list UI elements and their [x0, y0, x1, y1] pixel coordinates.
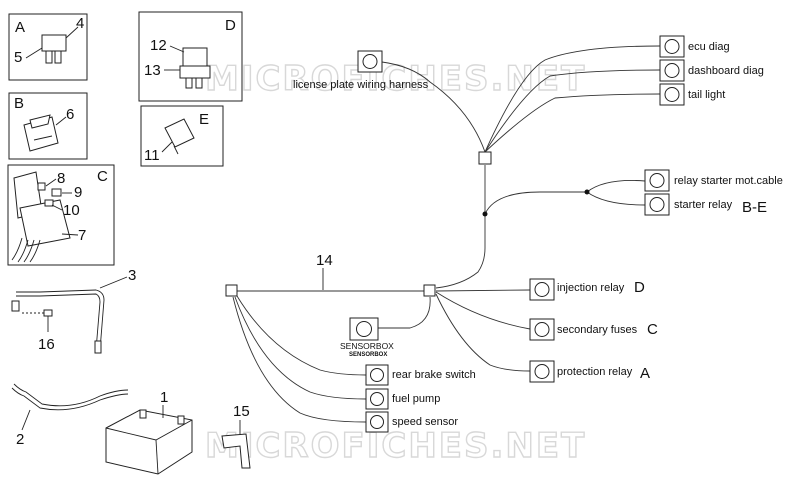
group-e: E 11: [140, 105, 224, 167]
fuse-e-part: [164, 118, 195, 155]
group-c-frame: [7, 164, 115, 266]
ref-secondary-fuses: C: [647, 321, 658, 338]
part-3-cable: 3: [11, 267, 136, 354]
connector-tail-light: tail light: [659, 83, 725, 106]
connector-fuel-pump: fuel pump: [365, 388, 440, 410]
connector-license-plate: license plate wiring harness: [293, 50, 429, 91]
connector-relay-starter-mot-cable: relay starter mot.cable: [644, 169, 783, 192]
connector-rear-brake-switch: rear brake switch: [365, 364, 476, 386]
label-tail-light: tail light: [688, 89, 725, 101]
connector-injection-relay: injection relay D: [529, 278, 645, 301]
connector-dashboard-diag: dashboard diag: [659, 59, 764, 82]
fuse-box-c-part: [11, 171, 71, 263]
ref-injection-relay: D: [634, 279, 645, 296]
group-d-letter: D: [225, 17, 236, 34]
part-number-5: 5: [14, 49, 22, 66]
splice-dot-starter: [584, 189, 590, 195]
group-c: C 8 9 10 7: [7, 164, 115, 266]
group-c-letter: C: [97, 168, 108, 185]
label-relay-starter-mot-cable: relay starter mot.cable: [674, 175, 783, 187]
group-d: D 12 13: [138, 11, 243, 102]
group-b: B 6: [8, 92, 88, 160]
label-starter-relay: starter relay: [674, 199, 733, 211]
label-secondary-fuses: secondary fuses: [557, 324, 638, 336]
part-1-battery: 1: [105, 389, 193, 475]
ref-starter-relay: B-E: [742, 199, 767, 216]
connector-ecu-diag: ecu diag: [659, 35, 730, 58]
harness-wires: 14: [232, 45, 661, 423]
part-number-4: 4: [76, 15, 84, 32]
watermark-bottom: MICROFICHES.NET: [205, 426, 586, 466]
upper-junction: [478, 151, 492, 165]
part-number-1: 1: [160, 389, 168, 406]
part-number-6: 6: [66, 106, 74, 123]
connector-protection-relay: protection relay A: [529, 360, 650, 383]
part-number-11: 11: [144, 147, 160, 164]
part-number-7: 7: [78, 227, 86, 244]
watermark-top: MICROFICHES.NET: [205, 59, 586, 99]
group-b-frame: [8, 92, 88, 160]
label-speed-sensor: speed sensor: [392, 416, 458, 428]
part-number-15: 15: [233, 403, 250, 420]
right-junction: [423, 284, 436, 297]
part-number-2: 2: [16, 431, 24, 448]
label-ecu-diag: ecu diag: [688, 41, 730, 53]
connector-starter-relay: starter relay B-E: [644, 193, 767, 216]
group-e-letter: E: [199, 111, 209, 128]
part-number-9: 9: [74, 184, 82, 201]
relay-a-part: [41, 34, 67, 64]
group-d-frame: [138, 11, 243, 102]
splice-dot: [482, 211, 488, 217]
connector-secondary-fuses: secondary fuses C: [529, 318, 658, 341]
left-junction: [225, 284, 238, 297]
part-number-12: 12: [150, 37, 167, 54]
harness-number-14: 14: [316, 252, 333, 269]
label-fuel-pump: fuel pump: [392, 393, 440, 405]
ref-protection-relay: A: [640, 365, 650, 382]
connector-sensorbox: SENSORBOX SENSORBOX: [340, 317, 394, 358]
label-sensorbox-sub: SENSORBOX: [349, 352, 387, 358]
part-number-16: 16: [38, 336, 55, 353]
part-number-8: 8: [57, 170, 65, 187]
part-2-cable: 2: [11, 383, 129, 448]
relay-d-part: [179, 47, 211, 89]
label-license-plate: license plate wiring harness: [293, 79, 429, 91]
label-protection-relay: protection relay: [557, 366, 633, 378]
group-a: A 4 5: [8, 13, 88, 81]
fuse-holder-b-part: [23, 114, 59, 152]
label-rear-brake-switch: rear brake switch: [392, 369, 476, 381]
group-a-frame: [8, 13, 88, 81]
part-number-3: 3: [128, 267, 136, 284]
label-injection-relay: injection relay: [557, 282, 625, 294]
label-sensorbox: SENSORBOX: [340, 341, 394, 351]
part-number-10: 10: [63, 202, 80, 219]
group-a-letter: A: [15, 19, 25, 36]
part-16-bolt: 16: [22, 309, 55, 353]
label-dashboard-diag: dashboard diag: [688, 65, 764, 77]
group-b-letter: B: [14, 95, 24, 112]
connector-speed-sensor: speed sensor: [365, 411, 458, 433]
group-e-frame: [140, 105, 224, 167]
part-15-hose: 15: [221, 403, 251, 469]
part-number-13: 13: [144, 62, 161, 79]
